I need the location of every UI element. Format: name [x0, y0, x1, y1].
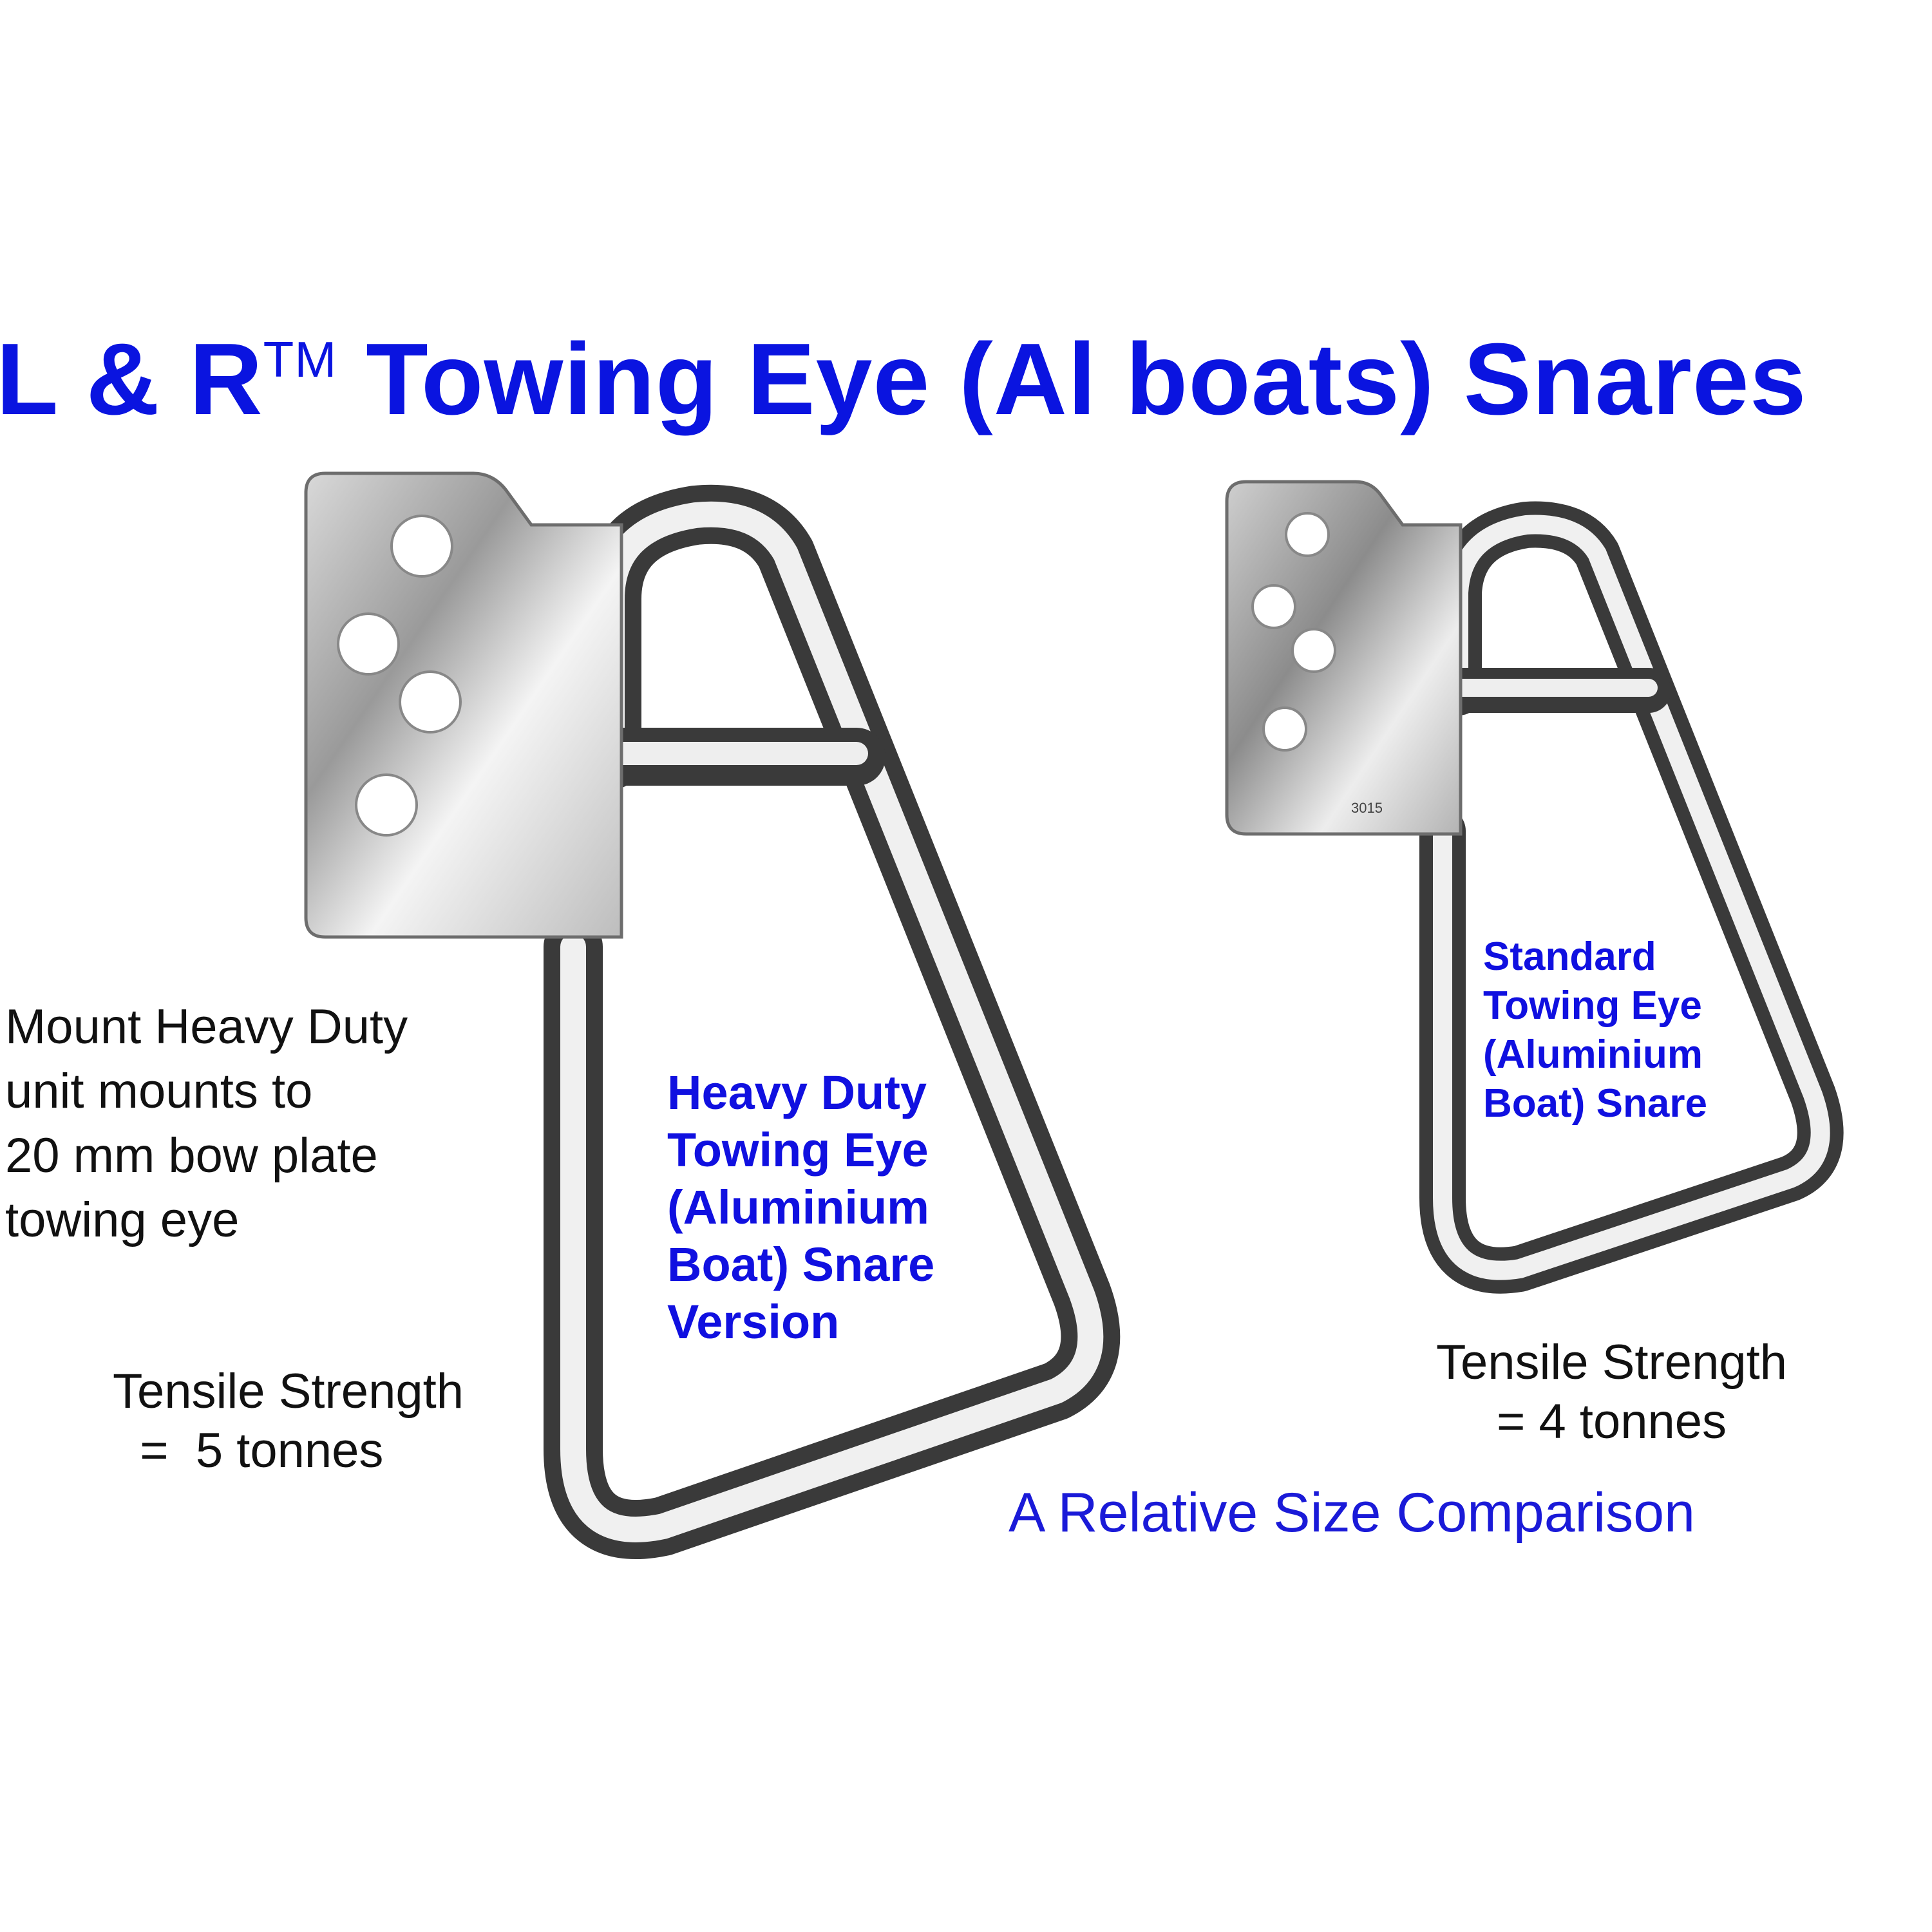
- standard-plate: [1225, 480, 1463, 836]
- standard-plate-hole: [1262, 706, 1307, 752]
- mount-note-line: towing eye: [5, 1193, 240, 1247]
- tensile-strength-value: = 4 tonnes: [1496, 1394, 1727, 1449]
- heavy-duty-label-line: (Aluminium: [667, 1180, 929, 1234]
- standard-tensile-strength: Tensile Strength= 4 tonnes: [1436, 1333, 1787, 1452]
- standard-label-line: Standard: [1483, 934, 1656, 979]
- page-title: L & RTM Towing Eye (Al boats) Snares: [0, 328, 1807, 430]
- comparison-caption: A Relative Size Comparison: [1009, 1482, 1695, 1544]
- standard-label-line: Boat) Snare: [1483, 1081, 1707, 1126]
- tensile-strength-label: Tensile Strength: [1436, 1335, 1787, 1390]
- heavy-duty-tensile-strength: Tensile Strength = 5 tonnes: [113, 1362, 464, 1481]
- heavy-duty-label: Heavy Duty Towing Eye (Aluminium Boat) S…: [667, 1064, 934, 1350]
- mount-note: Mount Heavy Duty unit mounts to 20 mm bo…: [5, 995, 408, 1253]
- mount-note-line: 20 mm bow plate: [5, 1128, 378, 1183]
- heavy-duty-snare: [304, 471, 1121, 1559]
- tensile-strength-value: = 5 tonnes: [113, 1423, 384, 1478]
- heavy-duty-label-line: Version: [667, 1295, 840, 1349]
- heavy-duty-label-line: Heavy Duty: [667, 1066, 927, 1119]
- heavy-duty-plate-hole: [390, 515, 453, 578]
- heavy-duty-label-line: Boat) Snare: [667, 1238, 935, 1291]
- standard-label-line: Towing Eye: [1483, 983, 1702, 1028]
- title-prefix: L & R: [0, 323, 263, 436]
- standard-label: Standard Towing Eye (Aluminium Boat) Sna…: [1483, 933, 1707, 1128]
- heavy-duty-plate: [304, 471, 623, 939]
- heavy-duty-tube-highlight: [560, 501, 1104, 1542]
- standard-plate-hole: [1291, 628, 1336, 673]
- standard-snare: 3015: [1225, 480, 1844, 1294]
- title-suffix: Towing Eye (Al boats) Snares: [337, 323, 1807, 436]
- mount-note-line: Mount Heavy Duty: [5, 999, 408, 1054]
- trademark-symbol: TM: [263, 331, 337, 388]
- standard-label-line: (Aluminium: [1483, 1032, 1703, 1077]
- standard-tube-highlight: [1433, 515, 1830, 1280]
- standard-plate-hole: [1251, 584, 1296, 629]
- standard-plate-hole: [1285, 512, 1330, 557]
- heavy-duty-plate-hole: [399, 670, 462, 734]
- heavy-duty-plate-hole: [337, 612, 400, 676]
- heavy-duty-label-line: Towing Eye: [667, 1123, 929, 1177]
- tensile-strength-label: Tensile Strength: [113, 1364, 464, 1419]
- standard-plate-stamp: 3015: [1351, 800, 1383, 816]
- mount-note-line: unit mounts to: [5, 1064, 313, 1119]
- heavy-duty-plate-hole: [355, 773, 418, 837]
